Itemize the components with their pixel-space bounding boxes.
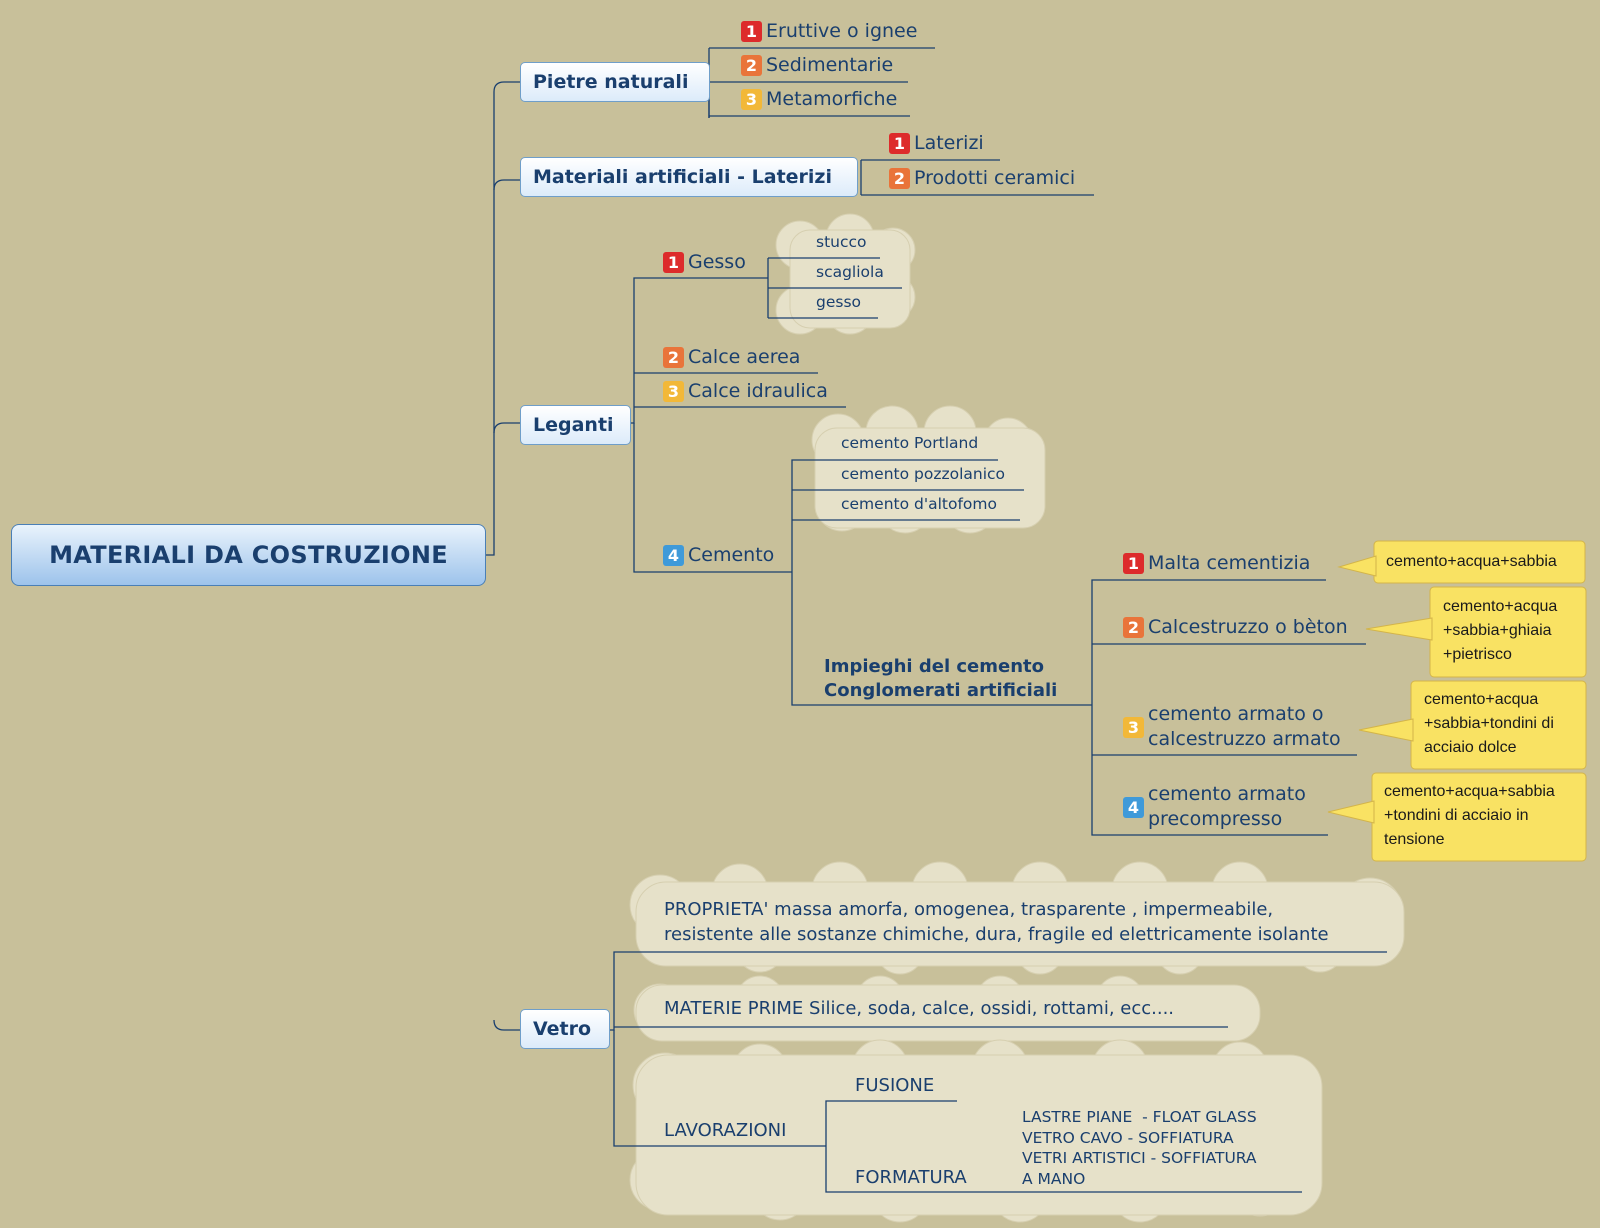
leaf-label: Eruttive o ignee <box>766 20 918 42</box>
note-line: cemento+acqua <box>1443 598 1558 615</box>
priority-2-icon: 2 <box>1123 616 1144 638</box>
impieghi-line-2: Conglomerati artificiali <box>824 680 1058 701</box>
note-line: +tondini di acciaio in <box>1384 807 1529 824</box>
note-line: acciaio dolce <box>1424 739 1517 756</box>
branch-pietre-naturali[interactable]: Pietre naturali <box>520 62 710 102</box>
leaf-label: Cemento <box>688 544 775 566</box>
priority-2-icon: 2 <box>741 54 762 76</box>
priority-1-icon: 1 <box>663 251 684 273</box>
note-line: +pietrisco <box>1443 646 1512 663</box>
formatura-line: VETRO CAVO - SOFFIATURA <box>1022 1128 1234 1147</box>
leaf-label: cemento armato o calcestruzzo armato <box>1148 702 1341 752</box>
branch-leganti[interactable]: Leganti <box>520 405 631 445</box>
root-node[interactable]: MATERIALI DA COSTRUZIONE <box>11 524 486 586</box>
priority-3-icon: 3 <box>1123 716 1144 738</box>
note-line: +sabbia+ghiaia <box>1443 622 1552 639</box>
priority-1-icon: 1 <box>889 132 910 154</box>
label-line-1: cemento armato o <box>1148 703 1324 725</box>
priority-4-icon: 4 <box>1123 796 1144 818</box>
impiego-precompresso[interactable]: 4 cemento armato precompresso <box>1123 782 1306 832</box>
impiego-cemento-armato[interactable]: 3 cemento armato o calcestruzzo armato <box>1123 702 1341 752</box>
note-calcestruzzo: cemento+acqua +sabbia+ghiaia +pietrisco <box>1443 595 1557 667</box>
gesso-sub-stucco[interactable]: stucco <box>816 233 867 251</box>
leaf-label: Metamorfiche <box>766 88 898 110</box>
gesso-sub-scagliola[interactable]: scagliola <box>816 263 884 281</box>
leaf-label: Laterizi <box>914 132 984 154</box>
leaf-label: Calce idraulica <box>688 380 828 402</box>
priority-1-icon: 1 <box>741 20 762 42</box>
note-line: tensione <box>1384 831 1445 848</box>
branch-vetro[interactable]: Vetro <box>520 1009 610 1049</box>
formatura-line: LASTRE PIANE - FLOAT GLASS <box>1022 1108 1257 1126</box>
priority-2-icon: 2 <box>889 167 910 189</box>
lavorazione-fusione[interactable]: FUSIONE <box>855 1075 935 1096</box>
priority-1-icon: 1 <box>1123 552 1144 574</box>
leaf-label: Calce aerea <box>688 346 801 368</box>
proprieta-line-1: PROPRIETA' massa amorfa, omogenea, trasp… <box>664 899 1274 920</box>
cemento-type-altoforno[interactable]: cemento d'altofomo <box>841 495 997 513</box>
leaf-label: Gesso <box>688 251 746 273</box>
leaf-label: Prodotti ceramici <box>914 167 1076 189</box>
impieghi-node[interactable]: Impieghi del cemento Conglomerati artifi… <box>824 655 1057 703</box>
leaf-label: Malta cementizia <box>1148 552 1311 574</box>
note-line: cemento+acqua+sabbia <box>1386 553 1557 570</box>
lavorazione-formatura[interactable]: FORMATURA <box>855 1167 967 1188</box>
leaf-label: cemento armato precompresso <box>1148 782 1306 832</box>
note-precompresso: cemento+acqua+sabbia +tondini di acciaio… <box>1384 780 1555 852</box>
note-line: cemento+acqua <box>1424 691 1539 708</box>
note-cemento-armato: cemento+acqua +sabbia+tondini di acciaio… <box>1424 688 1554 760</box>
formatura-details[interactable]: LASTRE PIANE - FLOAT GLASS VETRO CAVO - … <box>1022 1107 1257 1189</box>
priority-4-icon: 4 <box>663 544 684 566</box>
vetro-lavorazioni[interactable]: LAVORAZIONI <box>664 1120 787 1141</box>
cemento-type-pozzolanico[interactable]: cemento pozzolanico <box>841 465 1006 483</box>
priority-3-icon: 3 <box>663 380 684 402</box>
label-line-1: cemento armato <box>1148 783 1306 805</box>
impieghi-line-1: Impieghi del cemento <box>824 656 1045 677</box>
note-malta: cemento+acqua+sabbia <box>1386 550 1557 574</box>
vetro-proprieta[interactable]: PROPRIETA' massa amorfa, omogenea, trasp… <box>664 897 1329 947</box>
branch-materiali-artificiali[interactable]: Materiali artificiali - Laterizi <box>520 157 858 197</box>
label-line-2: calcestruzzo armato <box>1148 728 1341 750</box>
label-line-2: precompresso <box>1148 808 1283 830</box>
proprieta-line-2: resistente alle sostanze chimiche, dura,… <box>664 924 1329 945</box>
vetro-materie-prime[interactable]: MATERIE PRIME Silice, soda, calce, ossid… <box>664 998 1175 1019</box>
note-line: +sabbia+tondini di <box>1424 715 1554 732</box>
gesso-sub-gesso[interactable]: gesso <box>816 293 862 311</box>
leaf-label: Calcestruzzo o bèton <box>1148 616 1348 638</box>
leaf-label: Sedimentarie <box>766 54 894 76</box>
cemento-type-portland[interactable]: cemento Portland <box>841 434 979 452</box>
formatura-line: A MANO <box>1022 1169 1086 1188</box>
formatura-line: VETRI ARTISTICI - SOFFIATURA <box>1022 1149 1257 1167</box>
note-line: cemento+acqua+sabbia <box>1384 783 1555 800</box>
priority-2-icon: 2 <box>663 346 684 368</box>
priority-3-icon: 3 <box>741 88 762 110</box>
